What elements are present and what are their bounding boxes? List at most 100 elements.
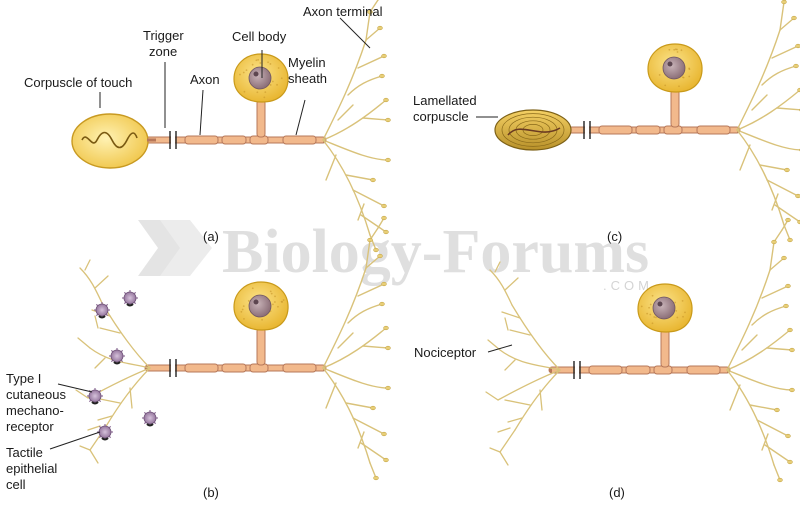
soma-stalk — [257, 328, 265, 365]
cytoplasm-dot — [650, 304, 652, 306]
label-tactile-3: cell — [6, 477, 26, 492]
myelin-segment — [185, 364, 218, 372]
axon-terminal-bulb — [792, 16, 797, 20]
label-nociceptor: Nociceptor — [414, 345, 477, 360]
myelin-segment — [599, 126, 632, 134]
nucleus — [653, 297, 675, 319]
dendrite-branch — [95, 276, 108, 288]
cytoplasm-dot — [274, 301, 276, 303]
axon-terminal-bulb — [796, 44, 800, 48]
label-tactile-2: epithelial — [6, 461, 57, 476]
terminal-branch — [323, 368, 370, 463]
label-corpuscle-of-touch: Corpuscle of touch — [24, 75, 132, 90]
nucleolus — [668, 62, 673, 67]
terminal-branch — [363, 346, 388, 348]
cytoplasm-dot — [243, 318, 245, 320]
terminal-branch — [348, 76, 382, 95]
myelin-segment — [222, 136, 246, 144]
cytoplasm-dot — [261, 319, 263, 321]
axon-terminal-bulb — [782, 256, 787, 260]
terminal-branch — [727, 370, 792, 390]
axon-terminal-bulb — [786, 218, 791, 222]
dendrite-branch — [78, 338, 90, 348]
axon-terminal-bulb — [374, 248, 379, 252]
cell-body-merkel — [124, 292, 136, 304]
terminal-branch — [772, 46, 798, 58]
cytoplasm-dot — [259, 62, 261, 64]
terminal-branch — [727, 370, 774, 465]
myelin-segment — [283, 364, 316, 372]
terminal-branch — [752, 306, 786, 325]
axon-terminal-bulb — [384, 326, 389, 330]
cytoplasm-dot — [244, 91, 246, 93]
cytoplasm-dot — [681, 49, 683, 51]
panel-label-b: (b) — [203, 485, 219, 500]
terminal-branch — [777, 108, 800, 110]
axon-terminal-bulb — [788, 238, 793, 242]
cytoplasm-dot — [283, 299, 285, 301]
cytoplasm-dot — [274, 295, 276, 297]
label-axon-terminal: Axon terminal — [303, 4, 383, 19]
soma-stalk — [671, 90, 679, 127]
cytoplasm-dot — [270, 290, 272, 292]
terminal-branch — [323, 140, 388, 160]
axon-terminal-bulb — [384, 230, 389, 234]
cytoplasm-dot — [659, 74, 661, 76]
axon-terminal-bulb — [382, 216, 387, 220]
terminal-branch — [348, 304, 382, 323]
cytoplasm-dot — [252, 64, 254, 66]
axon-terminal-bulb — [772, 240, 777, 244]
cytoplasm-dot — [255, 59, 257, 61]
cytoplasm-dot — [668, 49, 670, 51]
nucleus — [249, 295, 271, 317]
nucleus — [249, 67, 271, 89]
dendrite-branch — [498, 428, 510, 432]
terminal-branch — [358, 56, 384, 68]
label-type-i-4: receptor — [6, 419, 54, 434]
axon-terminal-bulb — [371, 406, 376, 410]
cell-body-merkel — [99, 426, 111, 438]
terminal-branch — [346, 175, 373, 180]
terminal-branch — [358, 432, 364, 448]
terminal-branch — [370, 463, 376, 478]
cytoplasm-dot — [246, 69, 248, 71]
axon-terminal-bulb — [374, 476, 379, 480]
axon-terminal-bulb — [790, 388, 795, 392]
leader-axon-terminal — [340, 18, 370, 48]
axon-terminal-bulb — [796, 194, 800, 198]
label-axon: Axon — [190, 72, 220, 87]
cytoplasm-dot — [270, 84, 272, 86]
dendrite-branch — [85, 260, 90, 270]
corpuscle-of-touch-capsule — [72, 114, 148, 168]
terminal-branch — [363, 118, 388, 120]
cytoplasm-dot — [257, 59, 259, 61]
dendrite-branch — [95, 316, 98, 328]
dendrite-branch — [80, 446, 90, 450]
cell-body-merkel — [111, 350, 123, 362]
axon-terminal-bulb — [386, 118, 391, 122]
cytoplasm-dot — [649, 314, 651, 316]
label-type-i-1: Type I — [6, 371, 41, 386]
myelin-segment — [222, 364, 246, 372]
terminal-branch — [762, 434, 768, 450]
terminal-branch — [338, 105, 353, 120]
dendrite-branch — [505, 400, 530, 405]
cytoplasm-dot — [683, 77, 685, 79]
cytoplasm-dot — [664, 84, 666, 86]
axon-terminal-bulb — [784, 304, 789, 308]
dendrite-branch — [95, 358, 105, 368]
dendrite-branch — [100, 328, 120, 333]
axon-terminal-bulb — [786, 434, 791, 438]
axon-terminal-bulb — [782, 0, 787, 4]
myelin-segment — [185, 136, 218, 144]
dendrite-branch — [500, 430, 515, 452]
axon-terminal-bulb — [378, 26, 383, 30]
dendrite-branch — [498, 370, 560, 400]
axon-terminal-bulb — [382, 432, 387, 436]
terminal-branch — [730, 385, 740, 410]
soma-stalk — [257, 100, 265, 137]
terminal-branch — [338, 333, 353, 348]
cytoplasm-dot — [252, 287, 254, 289]
terminal-branch — [323, 40, 366, 140]
soma-stalk — [661, 330, 669, 367]
